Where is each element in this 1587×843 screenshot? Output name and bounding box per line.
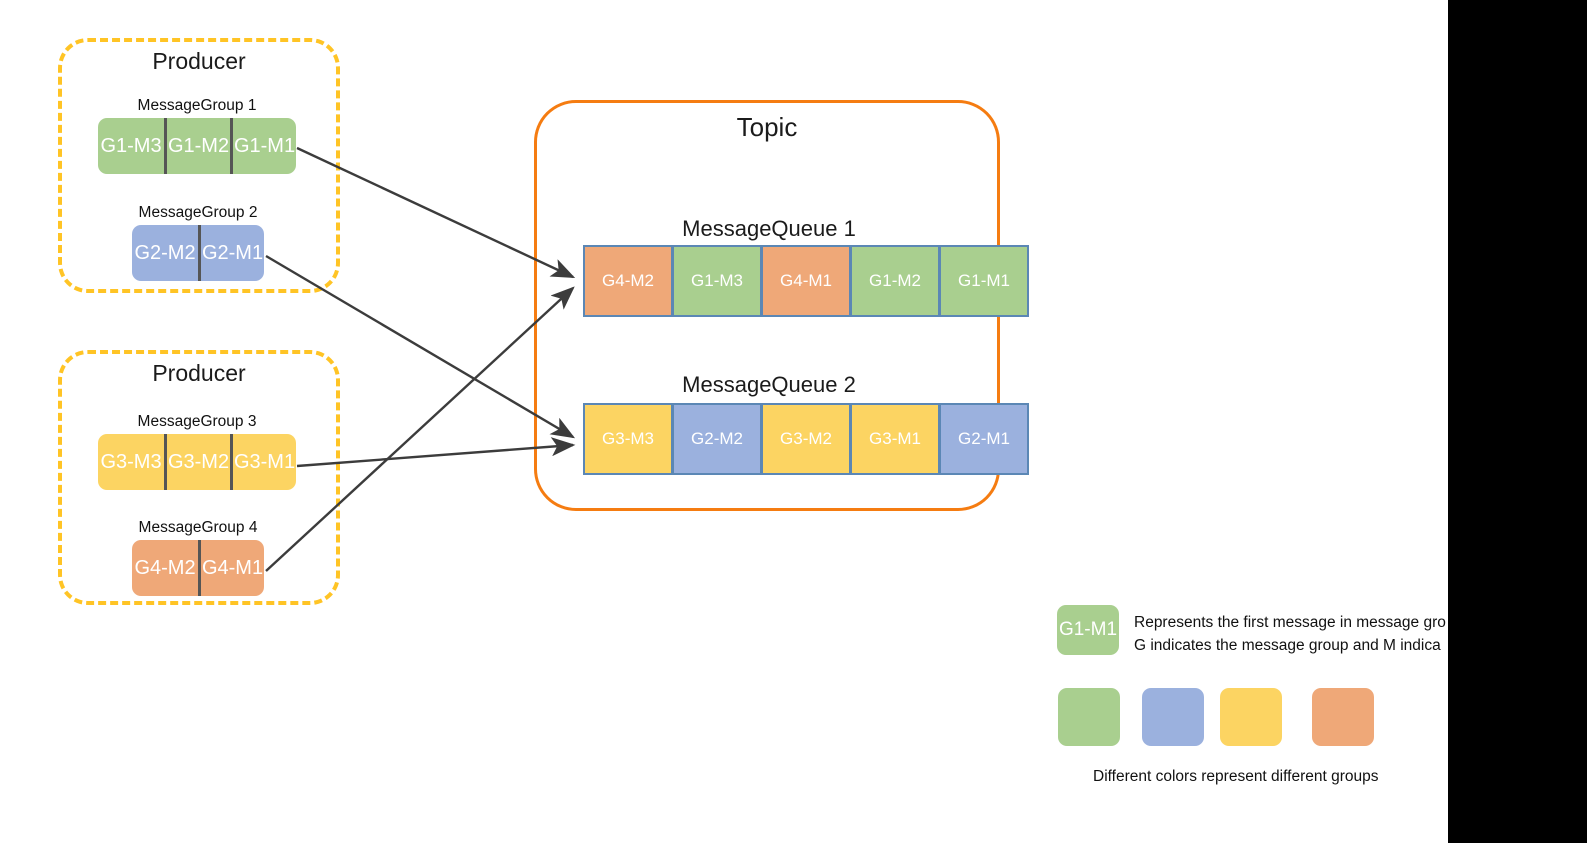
queue-cell: G2-M2 (672, 403, 762, 475)
message-block: G1-M2 (164, 118, 230, 174)
message-queue-bar-2: G3-M3 G2-M2 G3-M2 G3-M1 G2-M1 (583, 403, 1029, 475)
legend-swatch-group3 (1220, 688, 1282, 746)
right-edge-mask (1448, 0, 1587, 843)
message-queue-bar-1: G4-M2 G1-M3 G4-M1 G1-M2 G1-M1 (583, 245, 1029, 317)
message-block: G3-M2 (164, 434, 230, 490)
message-group-bar-3: G3-M3 G3-M2 G3-M1 (98, 434, 296, 490)
producer-title-2: Producer (152, 360, 246, 386)
message-group-label-2: MessageGroup 2 (138, 204, 258, 221)
queue-cell: G2-M1 (939, 403, 1029, 475)
queue-cell: G4-M1 (761, 245, 851, 317)
legend-caption: Different colors represent different gro… (1093, 768, 1379, 785)
message-block: G2-M2 (132, 225, 198, 281)
topic-title: Topic (736, 112, 798, 142)
message-block: G3-M1 (230, 434, 296, 490)
message-group-bar-2: G2-M2 G2-M1 (132, 225, 264, 281)
queue-cell: G1-M2 (850, 245, 940, 317)
message-block: G4-M1 (198, 540, 264, 596)
queue-cell: G1-M1 (939, 245, 1029, 317)
message-group-label-1: MessageGroup 1 (137, 97, 257, 114)
legend-swatch-group2 (1142, 688, 1204, 746)
legend-sample-chip: G1-M1 (1057, 605, 1119, 655)
queue-cell: G3-M3 (583, 403, 673, 475)
queue-cell: G4-M2 (583, 245, 673, 317)
message-block: G3-M3 (98, 434, 164, 490)
message-queue-title-2: MessageQueue 2 (682, 372, 856, 397)
producer-title-1: Producer (152, 48, 246, 74)
message-block: G2-M1 (198, 225, 264, 281)
legend-description-line-1: Represents the first message in message … (1134, 614, 1446, 631)
message-queue-title-1: MessageQueue 1 (682, 216, 856, 241)
message-group-bar-1: G1-M3 G1-M2 G1-M1 (98, 118, 296, 174)
legend-description-line-2: G indicates the message group and M indi… (1134, 637, 1441, 654)
message-block: G1-M3 (98, 118, 164, 174)
legend-swatch-group4 (1312, 688, 1374, 746)
queue-cell: G1-M3 (672, 245, 762, 317)
message-group-bar-4: G4-M2 G4-M1 (132, 540, 264, 596)
message-block: G4-M2 (132, 540, 198, 596)
message-group-label-4: MessageGroup 4 (138, 519, 258, 536)
legend-swatch-group1 (1058, 688, 1120, 746)
message-group-label-3: MessageGroup 3 (137, 413, 257, 430)
queue-cell: G3-M1 (850, 403, 940, 475)
queue-cell: G3-M2 (761, 403, 851, 475)
message-block: G1-M1 (230, 118, 296, 174)
